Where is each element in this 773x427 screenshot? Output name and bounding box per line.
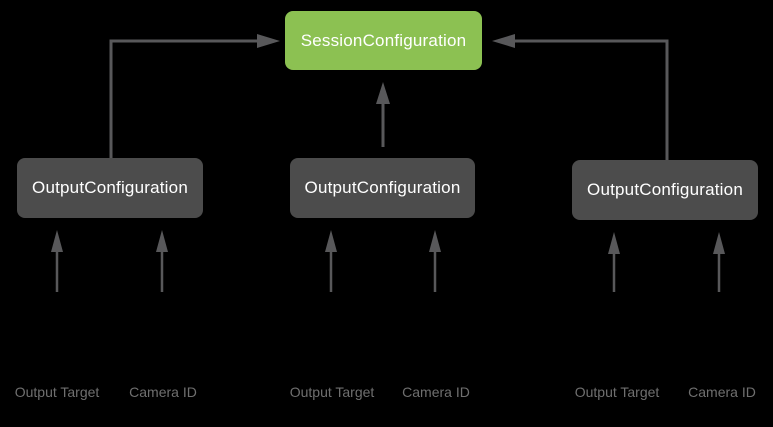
label-camera-id-1: Camera ID — [129, 384, 197, 400]
output-configuration-box-1: OutputConfiguration — [17, 158, 203, 218]
label-output-target-2: Output Target — [289, 384, 375, 400]
label-output-target-1: Output Target — [14, 384, 100, 400]
session-configuration-box: SessionConfiguration — [285, 11, 482, 70]
label-camera-id-3: Camera ID — [688, 384, 756, 400]
arrow-camera-id-1 — [156, 230, 168, 292]
label-output-target-3: Output Target — [574, 384, 660, 400]
label-camera-id-2: Camera ID — [402, 384, 470, 400]
arrow-camera-id-2 — [429, 230, 441, 292]
arrow-camera-id-3 — [713, 232, 725, 292]
output-configuration-box-2: OutputConfiguration — [290, 158, 475, 218]
arrow-output-target-1 — [51, 230, 63, 292]
arrow-output-target-2 — [325, 230, 337, 292]
arrow-output2-to-session — [376, 82, 390, 147]
output-configuration-box-3: OutputConfiguration — [572, 160, 758, 220]
arrow-output-target-3 — [608, 232, 620, 292]
arrow-output3-to-session — [492, 34, 669, 160]
arrow-output1-to-session — [109, 34, 280, 158]
